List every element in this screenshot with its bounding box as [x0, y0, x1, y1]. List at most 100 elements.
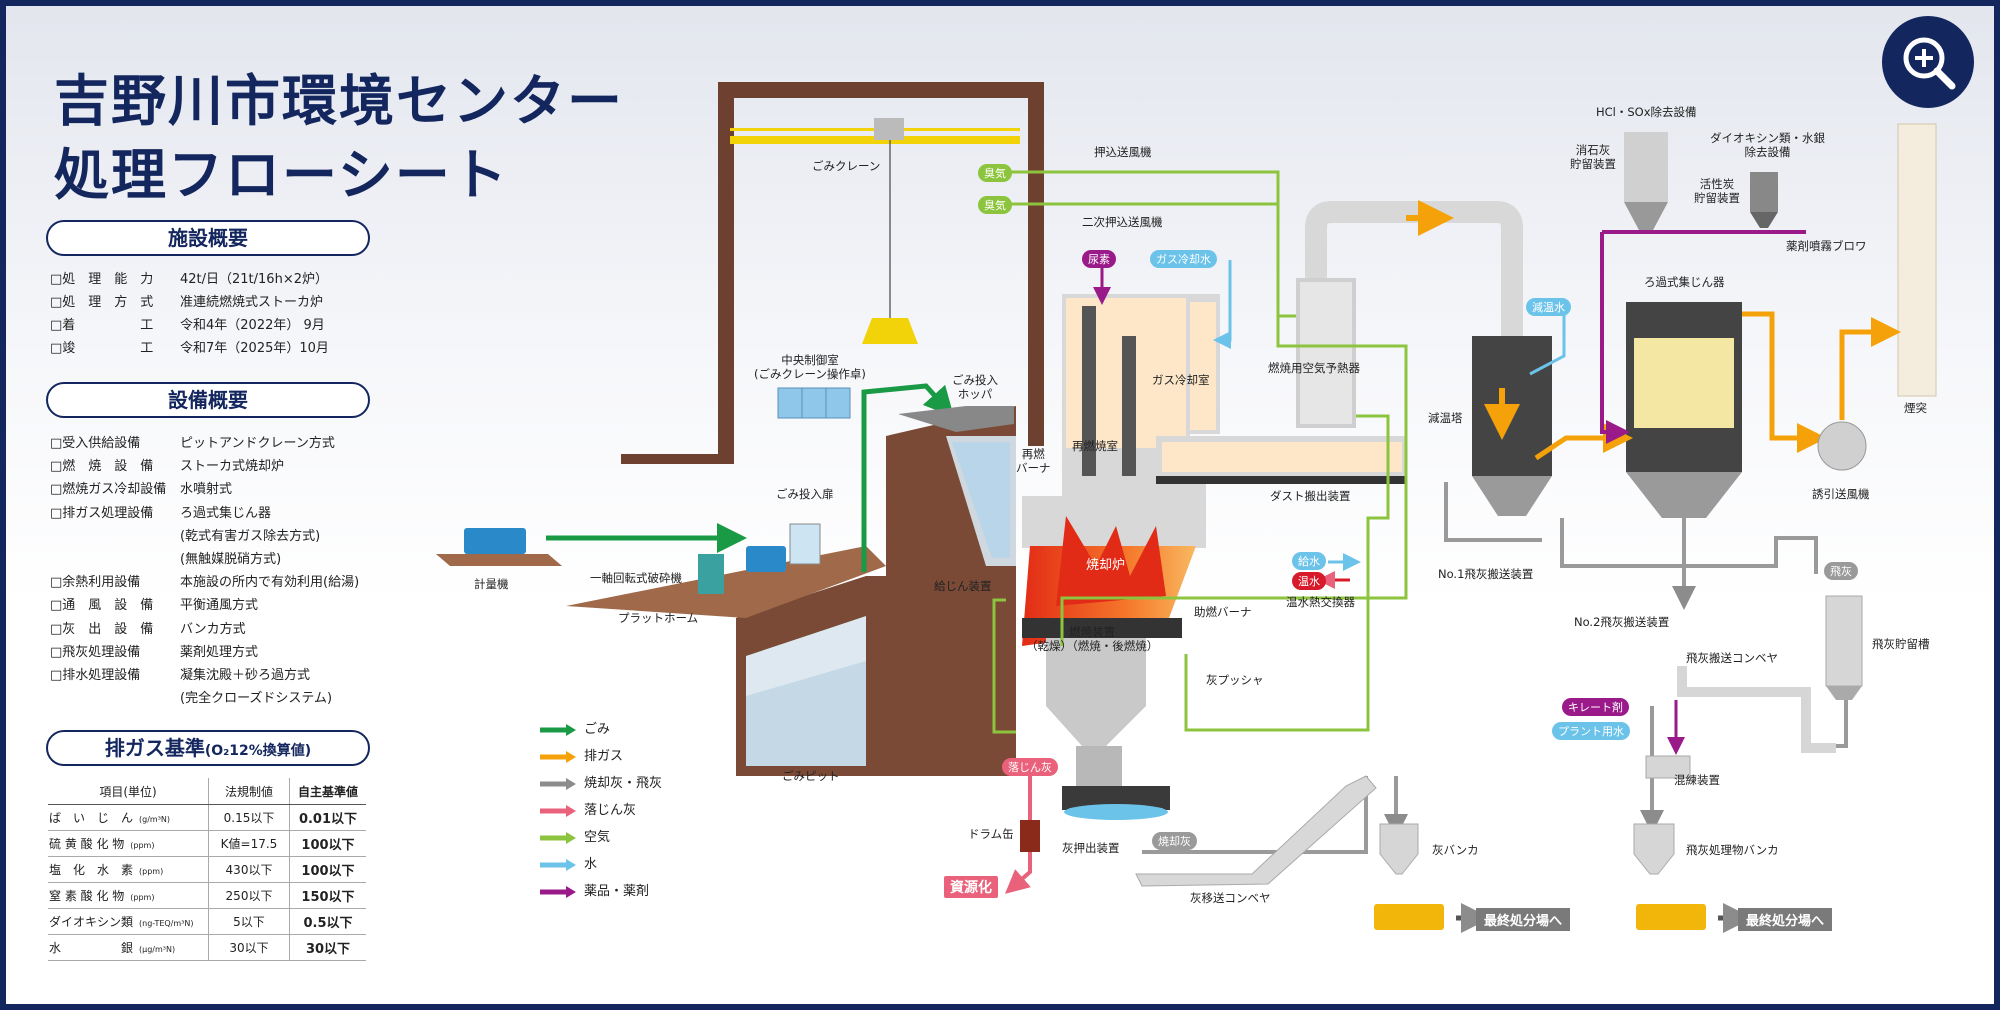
col-self: 自主基準値	[289, 778, 366, 805]
equipment-item-value: ストーカ式焼却炉	[180, 459, 285, 475]
legend-arrow-icon	[540, 723, 576, 736]
legend-arrow-icon	[540, 750, 576, 763]
label-flyash-silo: 飛灰貯留槽	[1872, 637, 1930, 651]
emission-self: 0.5以下	[289, 908, 366, 935]
scale	[436, 523, 821, 594]
emission-table-header: 項目(単位) 法規制値 自主基準値	[48, 778, 366, 805]
label-scale: 計量機	[474, 577, 509, 591]
legend-arrow-icon	[540, 858, 576, 871]
label-feeder: 給じん装置	[934, 579, 992, 593]
label-pit: ごみピット	[782, 769, 840, 783]
equipment-item-key: □受入供給設備	[50, 436, 141, 451]
label-reburner: 再燃 バーナ	[1016, 447, 1051, 475]
page-title-line2: 処理フローシート	[54, 143, 509, 207]
emission-self: 100以下	[289, 856, 366, 883]
emission-self: 0.01以下	[289, 804, 366, 831]
water-flow	[1213, 260, 1566, 571]
label-flyash-conveyor: 飛灰搬送コンベヤ	[1686, 651, 1778, 665]
emission-item: 硫 黄 酸 化 物 (ppm)	[48, 830, 209, 857]
label-gas-cooling-room: ガス冷却室	[1152, 373, 1210, 387]
label-flyash-bunker: 飛灰処理物バンカ	[1686, 843, 1779, 857]
equipment-item: □排ガス処理設備ろ過式集じん器	[50, 502, 271, 521]
label-hcl-sox: HCl・SOx除去設備	[1596, 105, 1697, 119]
emission-legal: K値=17.5	[208, 830, 290, 857]
label-air-heater: 燃焼用空気予熱器	[1268, 361, 1360, 375]
equipment-item-key: □飛灰処理設備	[50, 644, 141, 660]
emission-item-name: 硫 黄 酸 化 物	[49, 837, 125, 851]
tag-smell-1: 臭気	[978, 164, 1012, 182]
label-no1-flyash: No.1飛灰搬送装置	[1438, 567, 1534, 581]
emission-legal: 250以下	[208, 882, 290, 909]
legend-item: 薬品・薬剤	[538, 880, 649, 899]
facility-item: □処 理 方 式 准連続燃焼式ストーカ炉	[50, 291, 323, 310]
ash-conveyor	[1135, 595, 1863, 887]
emission-item-unit: (ng-TEQ/m³N)	[139, 919, 194, 928]
label-dust-conveyor: ダスト搬出装置	[1270, 489, 1351, 503]
emission-item-unit: (ppm)	[130, 841, 155, 850]
tag-smell-2: 臭気	[978, 196, 1012, 214]
drop-ash-flow	[1004, 772, 1032, 894]
emission-item-unit: (μg/m³N)	[139, 945, 176, 954]
equipment-item: □燃焼ガス冷却設備水噴射式	[50, 478, 232, 497]
label-secondary-fan: 二次押込送風機	[1082, 215, 1163, 229]
equipment-item-key: □余熱利用設備	[50, 575, 141, 591]
tag-cool-water: 減温水	[1526, 298, 1571, 316]
zoom-button[interactable]	[1882, 16, 1974, 108]
facility-item-key: □竣 工	[50, 341, 154, 356]
bag-filter	[1534, 302, 1827, 518]
col-item: 項目(単位)	[48, 778, 209, 805]
equipment-item: □飛灰処理設備薬剤処理方式	[50, 641, 258, 660]
final-disposal-1: 最終処分場へ	[1476, 908, 1571, 931]
label-crusher: 一軸回転式破砕機	[590, 571, 682, 585]
legend-arrow-icon	[540, 831, 576, 844]
emission-item-name: ダイオキシン類	[49, 915, 134, 929]
emission-legal: 30以下	[208, 934, 290, 961]
equipment-item-key: □燃焼ガス冷却設備	[50, 482, 167, 498]
emission-self: 100以下	[289, 830, 366, 857]
label-carbon-silo: 活性炭 貯留装置	[1694, 177, 1740, 205]
equipment-item-key: □燃 焼 設 備	[50, 459, 154, 475]
legend-label: 水	[584, 857, 598, 872]
legend-label: 薬品・薬剤	[584, 884, 650, 899]
equipment-item: □余熱利用設備本施設の所内で有効利用(給湯)	[50, 571, 359, 590]
label-stack: 煙突	[1904, 401, 1927, 415]
cooling-tower	[1472, 336, 1552, 516]
equipment-item-value: 水噴射式	[180, 482, 233, 498]
chemical-silos	[1600, 132, 1806, 444]
label-reburn-room: 再燃焼室	[1072, 439, 1118, 453]
tag-resource: 資源化	[944, 876, 998, 898]
legend-item: 水	[538, 853, 597, 872]
facility-item-key: □処 理 方 式	[50, 295, 154, 310]
equipment-item: □燃 焼 設 備 ストーカ式焼却炉	[50, 455, 284, 474]
tag-fly-ash: 飛灰	[1824, 562, 1858, 580]
emission-heading: 排ガス基準(O₂12%換算値)	[46, 730, 370, 766]
equipment-item: □通 風 設 備平衡通風方式	[50, 594, 258, 613]
label-hot-water-hx: 温水熱交換器	[1286, 595, 1355, 609]
equipment-item-key: □灰 出 設 備	[50, 621, 154, 637]
tag-urea: 尿素	[1082, 250, 1116, 268]
emission-heading-main: 排ガス基準	[104, 736, 205, 760]
label-furnace: 焼却炉	[1086, 558, 1126, 573]
legend-arrow-icon	[540, 804, 576, 817]
stack	[1817, 123, 1937, 471]
emission-item: ダイオキシン類 (ng-TEQ/m³N)	[48, 908, 209, 935]
emission-item: 窒 素 酸 化 物(ppm)	[48, 882, 209, 909]
legend-item: 排ガス	[538, 745, 623, 764]
emission-self: 150以下	[289, 882, 366, 909]
emission-item: 塩 化 水 素(ppm)	[48, 856, 209, 883]
emission-heading-sub: (O₂12%換算値)	[204, 743, 312, 759]
equipment-item-value: ピットアンドクレーン方式	[180, 436, 335, 451]
label-door: ごみ投入扉	[776, 487, 834, 501]
legend-label: 空気	[584, 830, 611, 845]
gas-cooling-chamber	[1156, 294, 1406, 484]
tag-supply-water: 給水	[1292, 552, 1326, 570]
equipment-item: □受入供給設備 ピットアンドクレーン方式	[50, 432, 335, 451]
ash-flow	[1142, 482, 1848, 854]
label-forced-fan: 押込送風機	[1094, 145, 1152, 159]
equipment-item-value: ろ過式集じん器	[180, 505, 272, 521]
tag-gas-cool-water: ガス冷却水	[1150, 250, 1217, 268]
facility-item-value: 准連続燃焼式ストーカ炉	[180, 295, 324, 310]
